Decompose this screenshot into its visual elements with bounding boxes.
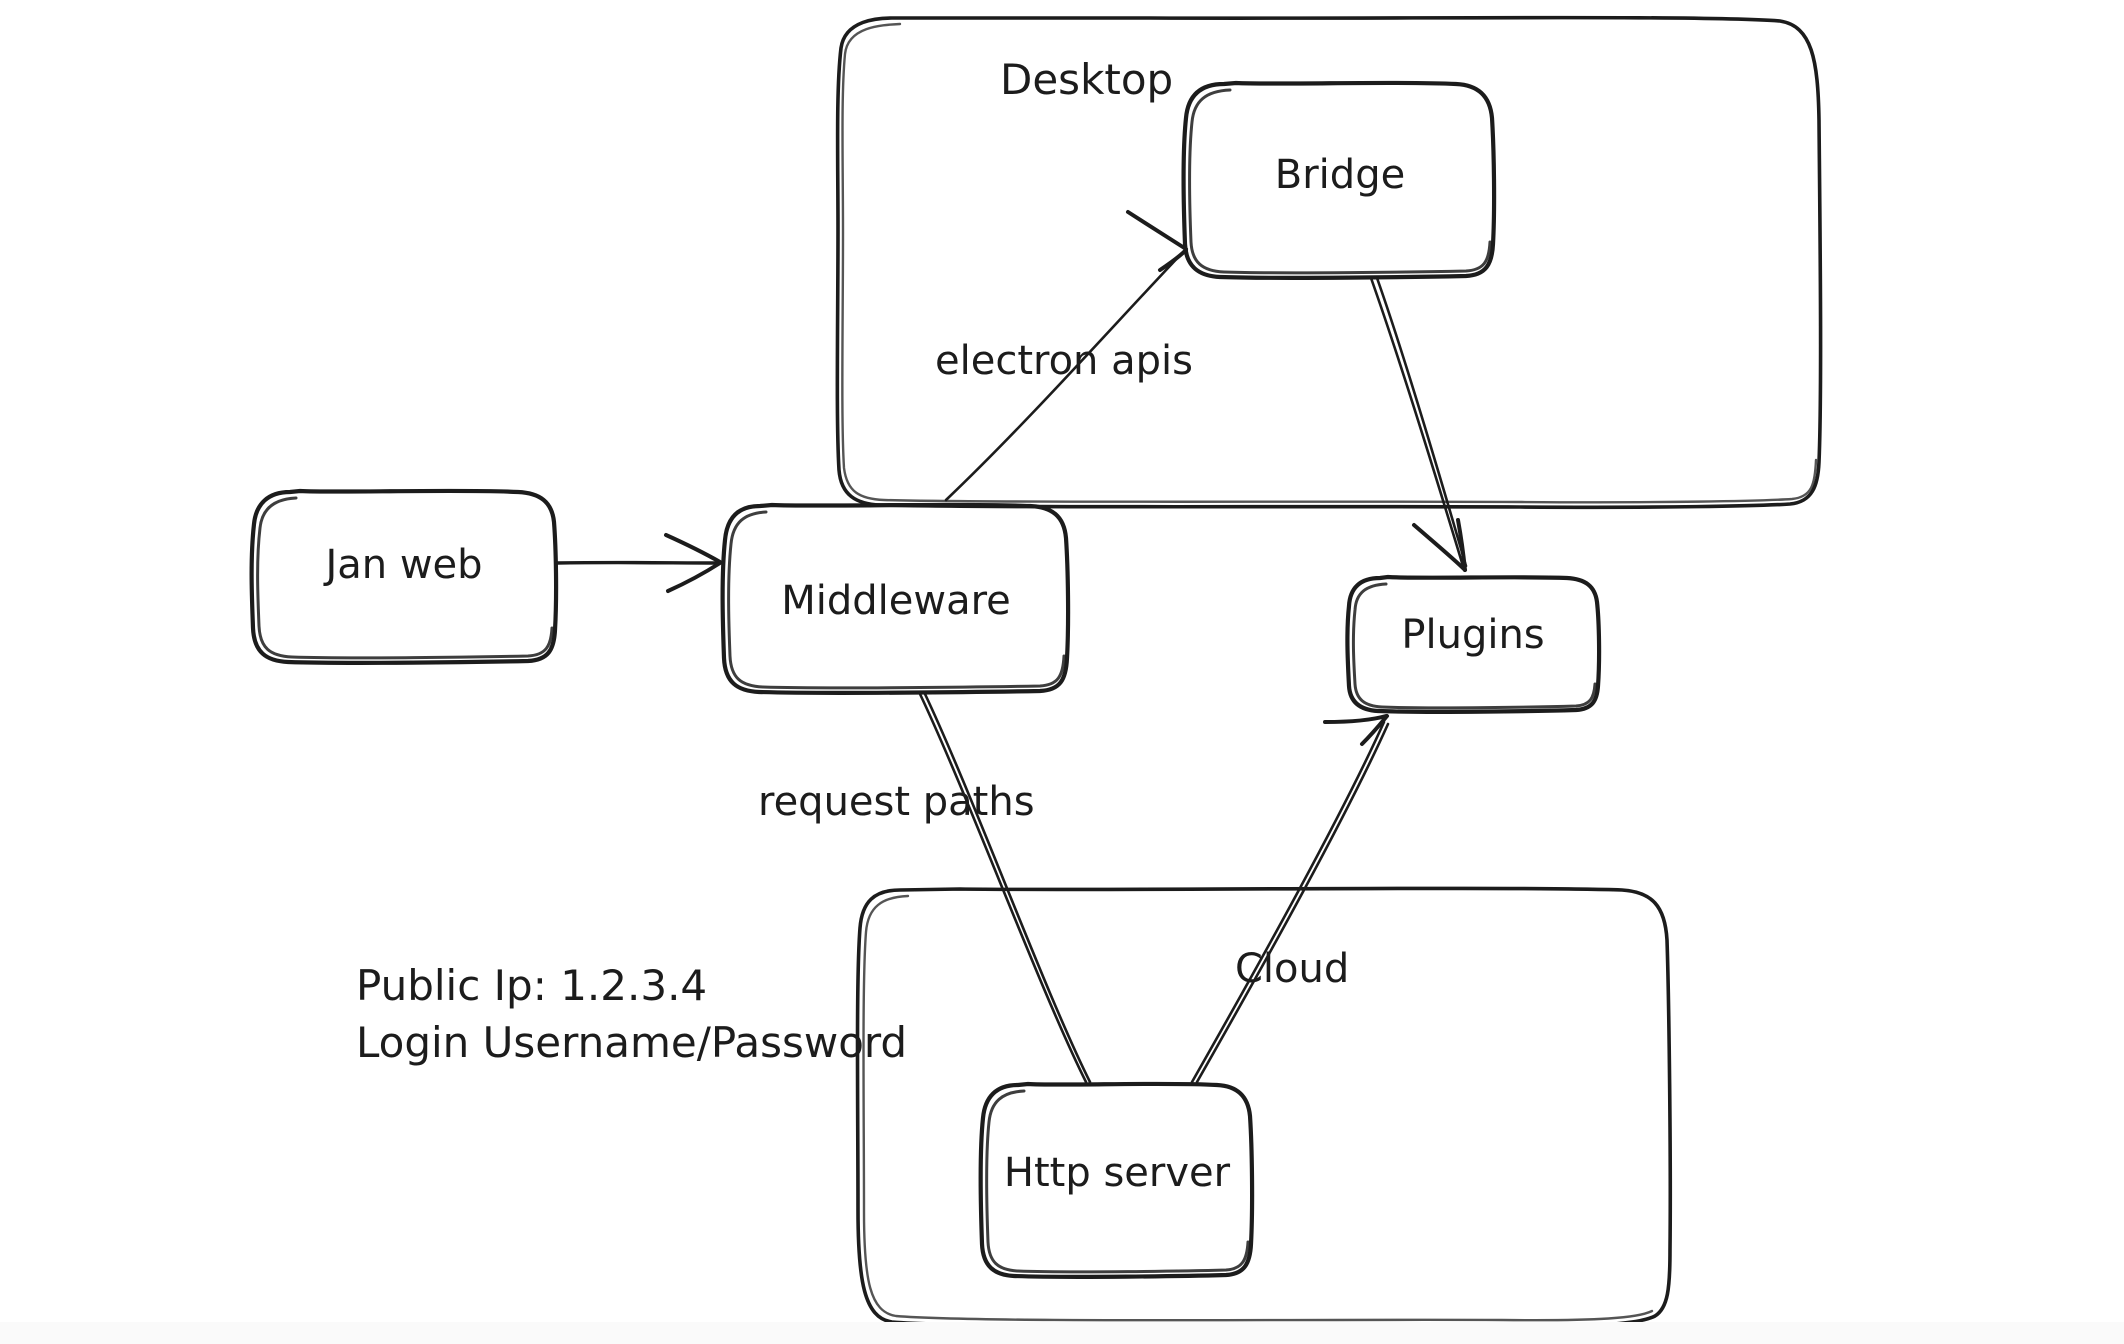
node-plugins-label: Plugins — [1401, 612, 1544, 658]
node-middleware[interactable]: Middleware — [720, 502, 1071, 695]
edge-bridge-to-plugins — [1369, 276, 1468, 572]
node-middleware-label: Middleware — [781, 578, 1011, 624]
container-desktop-label: Desktop — [1000, 55, 1173, 104]
edge-label-electron-apis: electron apis — [935, 338, 1193, 384]
edge-middleware-to-bridge: electron apis — [935, 210, 1193, 502]
edge-middleware-to-http-server: request paths — [758, 692, 1092, 1084]
edge-label-request-paths: request paths — [758, 779, 1035, 825]
node-jan-web-label: Jan web — [322, 542, 482, 588]
bottom-strip — [0, 1322, 2124, 1344]
node-plugins[interactable]: Plugins — [1345, 574, 1602, 714]
node-http-server[interactable]: Http server — [978, 1081, 1255, 1279]
edge-http-server-to-plugins: Cloud — [1190, 714, 1390, 1084]
node-bridge-label: Bridge — [1275, 152, 1405, 198]
container-desktop[interactable]: Desktop — [835, 15, 1823, 510]
note-public-ip-line1: Public Ip: 1.2.3.4 — [356, 961, 707, 1010]
note-public-ip-line2: Login Username/Password — [356, 1018, 907, 1067]
node-http-server-label: Http server — [1004, 1150, 1231, 1196]
node-jan-web[interactable]: Jan web — [249, 488, 559, 665]
node-bridge[interactable]: Bridge — [1181, 80, 1497, 280]
note-public-ip: Public Ip: 1.2.3.4 Login Username/Passwo… — [356, 961, 907, 1067]
edge-label-cloud: Cloud — [1235, 946, 1349, 992]
edge-jan-web-to-middleware — [555, 533, 722, 593]
